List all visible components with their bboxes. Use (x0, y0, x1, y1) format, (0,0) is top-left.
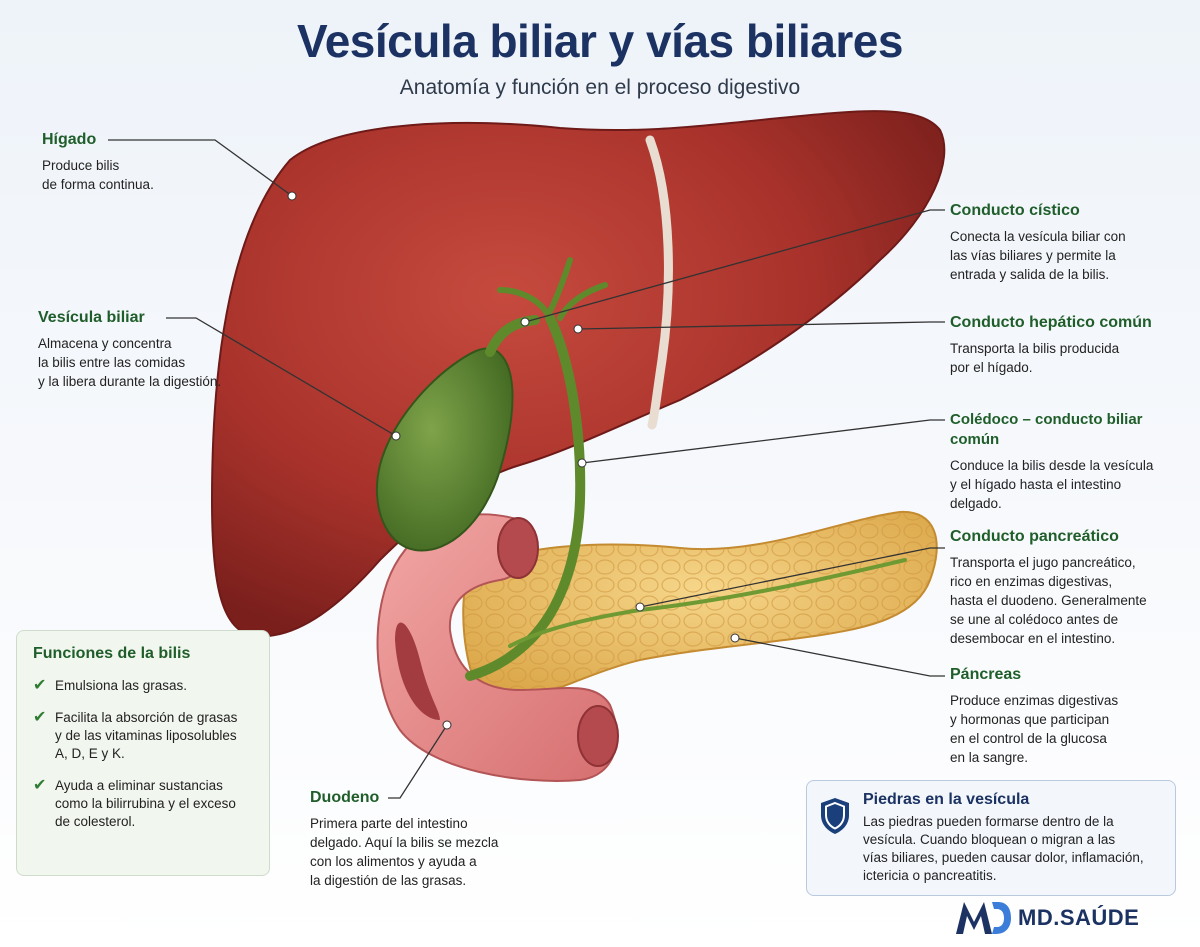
label-higado-text: Produce bilis de forma continua. (42, 158, 154, 192)
label-vesicula-title: Vesícula biliar (38, 309, 145, 326)
label-coledoco-title: Colédoco – conducto biliar común (950, 411, 1143, 448)
label-coledoco: Colédoco – conducto biliar común Conduce… (950, 410, 1195, 513)
duodenum-interior (395, 622, 440, 720)
functions-item-text: Ayuda a eliminar sustancias como la bili… (55, 778, 236, 829)
leader-cistico (524, 209, 945, 323)
gallbladder-shape (375, 347, 514, 552)
check-icon: ✔ (33, 777, 47, 794)
label-higado-title: Hígado (42, 131, 97, 148)
leader-vesicula (166, 317, 397, 437)
md-logo-icon (956, 902, 1011, 934)
label-pancreatico-text: Transporta el jugo pancreático, rico en … (950, 555, 1147, 646)
label-pancreas: Páncreas Produce enzimas digestivas y ho… (950, 665, 1190, 767)
check-icon: ✔ (33, 677, 47, 694)
common-bile-duct-shape (465, 313, 586, 681)
duodenum-opening-top (497, 517, 539, 579)
falciform-ligament (645, 135, 673, 430)
leader-coledoco (581, 419, 945, 464)
leader-pancreatico (639, 547, 945, 608)
label-pancreas-title: Páncreas (950, 666, 1022, 683)
shield-icon (821, 798, 849, 834)
label-cistico-text: Conecta la vesícula biliar con las vías … (950, 229, 1126, 282)
pancreatic-duct-shape (508, 558, 907, 648)
page-subtitle: Anatomía y función en el proceso digesti… (399, 76, 801, 99)
label-coledoco-text: Conduce la bilis desde la vesícula y el … (950, 458, 1154, 511)
label-duodeno: Duodeno Primera parte del intestino delg… (310, 788, 550, 890)
functions-item-text: Facilita la absorción de grasas y de las… (55, 710, 238, 761)
functions-item: ✔ Facilita la absorción de grasas y de l… (33, 709, 255, 763)
stones-box-text: Las piedras pueden formarse dentro de la… (863, 814, 1144, 883)
label-higado: Hígado Produce bilis de forma continua. (42, 130, 242, 194)
label-hepatico-title: Conducto hepático común (950, 314, 1152, 331)
label-pancreas-text: Produce enzimas digestivas y hormonas qu… (950, 693, 1119, 765)
brand-name: MD.SAÚDE (1018, 905, 1140, 930)
page-title: Vesícula biliar y vías biliares (297, 15, 903, 67)
functions-item: ✔ Ayuda a eliminar sustancias como la bi… (33, 777, 255, 831)
label-pancreatico: Conducto pancreático Transporta el jugo … (950, 527, 1190, 648)
leader-hepatico (577, 321, 945, 330)
label-cistico: Conducto cístico Conecta la vesícula bil… (950, 201, 1190, 284)
functions-box-title: Funciones de la bilis (33, 645, 191, 662)
label-vesicula-text: Almacena y concentra la bilis entre las … (38, 336, 222, 389)
label-duodeno-text: Primera parte del intestino delgado. Aqu… (310, 816, 499, 888)
label-hepatico: Conducto hepático común Transporta la bi… (950, 313, 1190, 377)
label-hepatico-text: Transporta la bilis producida por el híg… (950, 341, 1120, 375)
check-icon: ✔ (33, 709, 47, 726)
functions-box: Funciones de la bilis ✔ Emulsiona las gr… (16, 630, 270, 876)
label-duodeno-title: Duodeno (310, 789, 380, 806)
leader-pancreas (734, 637, 945, 677)
leader-duodeno (388, 724, 448, 799)
stones-box-title: Piedras en la vesícula (863, 791, 1030, 808)
hepatic-ducts (497, 257, 608, 321)
label-pancreatico-title: Conducto pancreático (950, 528, 1119, 545)
stones-box: Piedras en la vesícula Las piedras puede… (806, 780, 1176, 896)
leader-higado (108, 139, 293, 197)
label-vesicula: Vesícula biliar Almacena y concentra la … (38, 308, 258, 391)
md-saude-logo[interactable]: MD.SAÚDE (954, 900, 1139, 936)
functions-item: ✔ Emulsiona las grasas. (33, 677, 255, 695)
label-cistico-title: Conducto cístico (950, 202, 1080, 219)
duodenum-opening-bottom (577, 705, 619, 767)
functions-item-text: Emulsiona las grasas. (55, 678, 188, 693)
